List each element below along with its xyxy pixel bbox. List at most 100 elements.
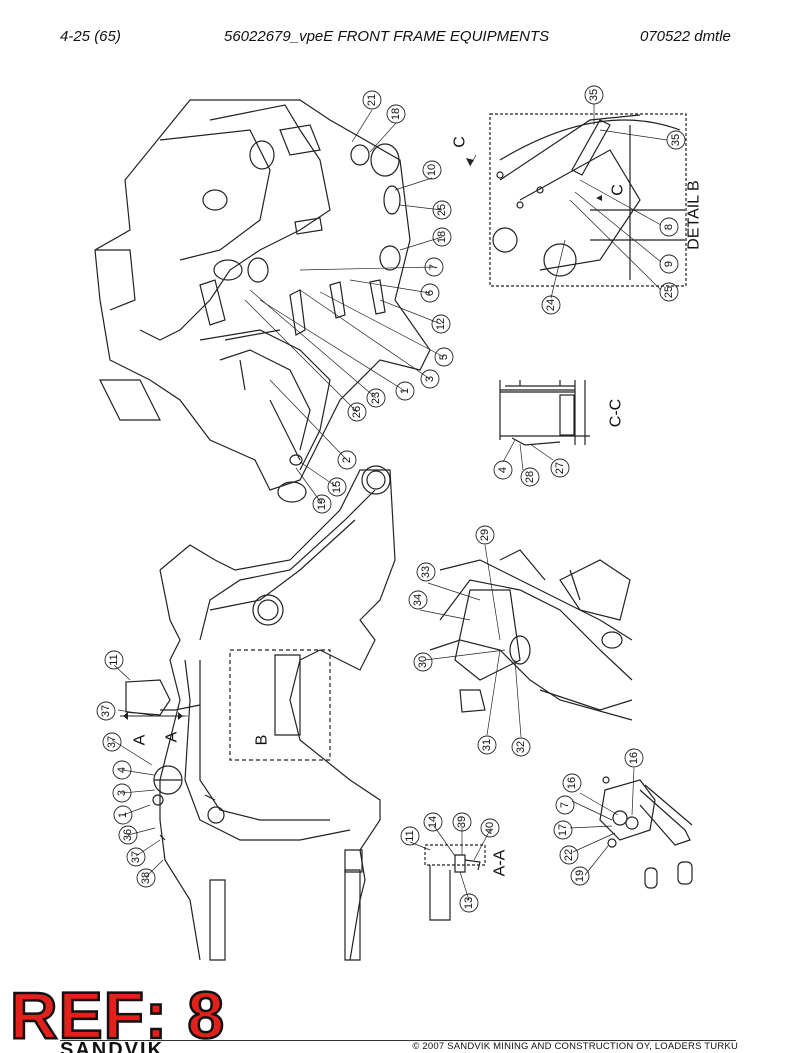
callout-3: 3: [420, 369, 440, 389]
detail-b-label: DETAIL B: [686, 180, 703, 249]
svg-text:3: 3: [116, 790, 128, 796]
lower-frame-assembly: [125, 469, 396, 961]
footer-rule: [60, 1040, 736, 1041]
callout-4: 4: [493, 460, 513, 480]
svg-text:40: 40: [484, 822, 496, 834]
svg-text:4: 4: [497, 467, 509, 473]
cut-a-label-right: A: [164, 731, 181, 742]
svg-text:26: 26: [351, 406, 363, 418]
callout-9: 9: [659, 254, 679, 274]
callout-13: 13: [459, 893, 479, 913]
svg-text:8: 8: [663, 224, 675, 230]
callout-18b: 18: [432, 227, 452, 247]
svg-text:35: 35: [588, 89, 600, 101]
cut-c-label-main: C: [452, 136, 469, 148]
callout-14: 14: [423, 812, 443, 832]
page-number: 4-25 (65): [60, 28, 121, 45]
callout-34: 34: [408, 590, 428, 610]
callout-36: 36: [118, 825, 138, 845]
svg-text:2: 2: [341, 457, 353, 463]
callout-38: 38: [136, 868, 156, 888]
section-cc-label: C-C: [608, 399, 625, 427]
callout-39: 39: [452, 812, 472, 832]
section-cc-view: [499, 380, 590, 446]
ref-stamp: REF: 8: [9, 978, 226, 1052]
svg-text:3: 3: [424, 376, 436, 382]
svg-text:23: 23: [370, 392, 382, 404]
callout-37a: 37: [96, 701, 116, 721]
svg-text:37: 37: [106, 736, 118, 748]
svg-text:15: 15: [331, 481, 343, 493]
svg-text:39: 39: [456, 816, 468, 828]
svg-text:11: 11: [108, 654, 120, 665]
callout-16a: 16: [624, 748, 644, 768]
svg-text:33: 33: [420, 566, 432, 578]
svg-text:5: 5: [438, 354, 450, 360]
callout-33: 33: [416, 562, 436, 582]
svg-text:38: 38: [140, 872, 152, 884]
callout-28: 28: [520, 467, 540, 487]
svg-text:11: 11: [404, 830, 416, 841]
callout-25: 25: [432, 200, 452, 220]
callout-5: 5: [434, 347, 454, 367]
svg-text:36: 36: [122, 829, 134, 841]
callout-2: 2: [337, 450, 357, 470]
svg-text:16: 16: [566, 777, 578, 789]
svg-text:22: 22: [563, 849, 575, 861]
detail-b-view: [489, 113, 687, 287]
section-aa-label: A-A: [492, 849, 509, 876]
svg-text:37: 37: [100, 705, 112, 717]
svg-text:14: 14: [427, 816, 439, 828]
callout-25b: 25: [659, 282, 679, 302]
callout-18: 18: [386, 104, 406, 124]
drawing-title: 56022679_vpeE FRONT FRAME EQUIPMENTS: [224, 28, 550, 45]
callout-3b: 3: [112, 783, 132, 803]
callout-8: 8: [659, 217, 679, 237]
svg-text:34: 34: [412, 594, 424, 606]
callout-4b: 4: [112, 760, 132, 780]
callout-27: 27: [550, 458, 570, 478]
svg-text:28: 28: [524, 471, 536, 483]
svg-text:17: 17: [557, 824, 569, 836]
svg-text:16: 16: [628, 752, 640, 764]
callout-35b: 35: [666, 130, 686, 150]
cut-c-label-detail: C: [610, 184, 627, 196]
callout-6: 6: [420, 283, 440, 303]
callout-17: 17: [553, 820, 573, 840]
callout-24: 24: [541, 295, 561, 315]
svg-text:1: 1: [399, 388, 411, 394]
svg-text:10: 10: [426, 164, 438, 176]
callout-22: 22: [559, 845, 579, 865]
callout-1: 1: [395, 381, 415, 401]
svg-text:7: 7: [428, 264, 440, 270]
callout-40: 40: [480, 818, 500, 838]
svg-text:19: 19: [574, 870, 586, 882]
callout-37c: 37: [126, 847, 146, 867]
svg-text:1: 1: [117, 812, 129, 818]
svg-text:4: 4: [116, 767, 128, 773]
svg-text:27: 27: [554, 462, 566, 474]
svg-text:13: 13: [463, 897, 475, 909]
drawing-date: 070522 dmtle: [640, 28, 731, 45]
detail-mid-view: [429, 549, 633, 721]
callout-1b: 1: [113, 805, 133, 825]
svg-text:7: 7: [559, 802, 571, 808]
callout-10: 10: [422, 160, 442, 180]
copyright-notice: © 2007 SANDVIK MINING AND CONSTRUCTION O…: [412, 1041, 738, 1052]
svg-text:18: 18: [436, 231, 448, 243]
detail-small-view: [599, 776, 693, 889]
svg-text:35: 35: [670, 134, 682, 146]
svg-text:29: 29: [479, 529, 491, 541]
svg-text:21: 21: [366, 94, 378, 106]
callout-16b: 16: [562, 773, 582, 793]
svg-text:18: 18: [390, 108, 402, 120]
svg-text:12: 12: [435, 318, 447, 330]
cut-a-label-left: A: [132, 734, 149, 745]
detail-ref-b-label: B: [254, 735, 271, 746]
callout-19b: 19: [570, 866, 590, 886]
svg-text:30: 30: [417, 656, 429, 668]
svg-text:6: 6: [424, 290, 436, 296]
callout-15: 15: [327, 477, 347, 497]
svg-text:19: 19: [316, 498, 328, 510]
